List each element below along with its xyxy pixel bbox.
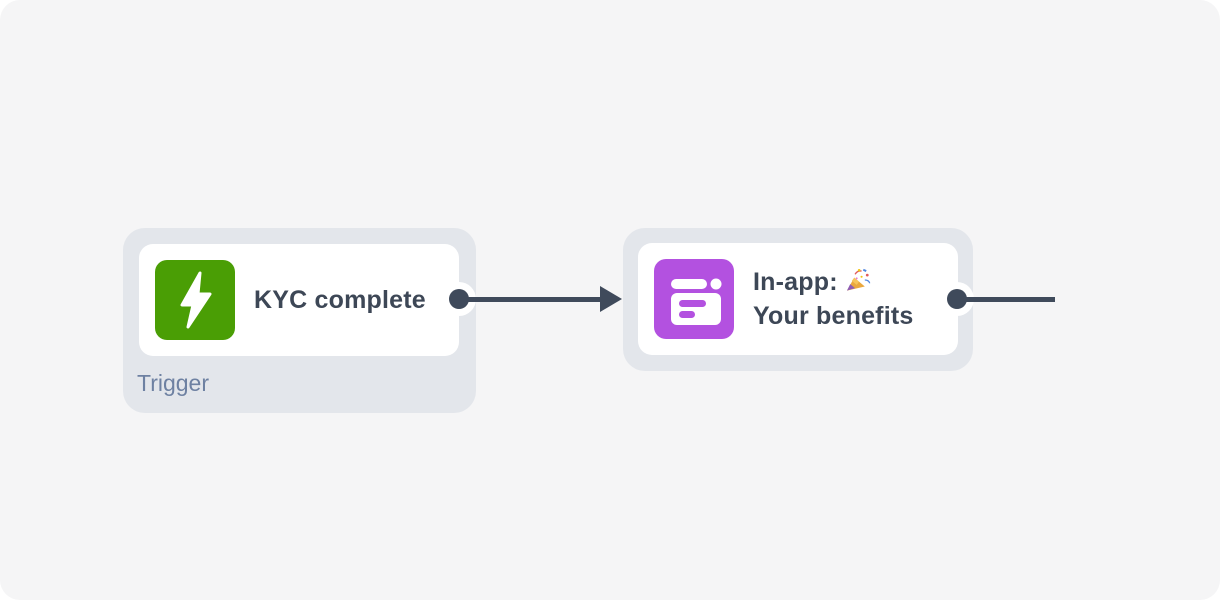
action-title-line1: In-app: [753,267,838,296]
in-app-message-icon [654,259,734,339]
trigger-type-label: Trigger [137,370,209,396]
action-node-title: In-app: Your benefits [753,267,914,332]
edge-from-action [957,297,1055,302]
trigger-node-title: KYC complete [254,285,426,314]
action-node-card[interactable]: In-app: Your benefits [638,243,958,355]
trigger-node-card[interactable]: KYC complete [139,244,459,356]
trigger-node[interactable]: KYC complete Trigger [123,228,476,413]
edge-trigger-to-action [459,297,602,302]
edge-arrowhead-icon [600,286,622,312]
action-title-line2: Your benefits [753,301,914,330]
lightning-bolt-icon [155,260,235,340]
action-node-in-app[interactable]: In-app: Your benefits [623,228,974,371]
party-popper-emoji [844,267,871,301]
